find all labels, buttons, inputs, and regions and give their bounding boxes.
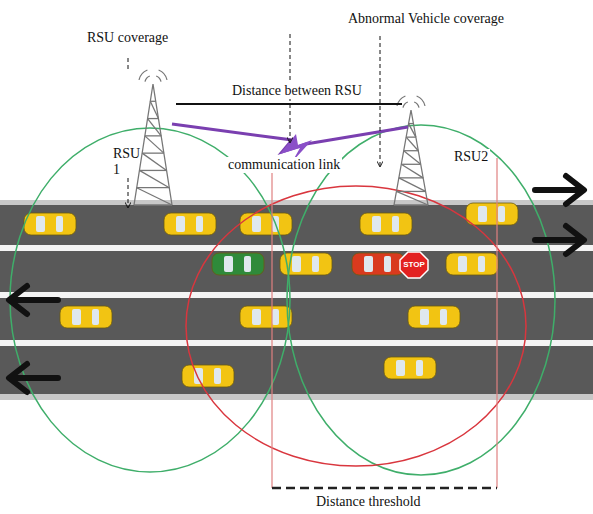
rsu-coverage-circle [287, 125, 555, 475]
vehicle [408, 306, 460, 328]
vehicle [466, 203, 518, 225]
vehicle [60, 306, 112, 328]
rsu-label: RSU 1 [113, 146, 143, 178]
rsu-towers [134, 70, 428, 205]
abnormal-coverage-circle [186, 186, 526, 466]
threshold-label: Distance threshold [314, 494, 423, 510]
link-label: communication link [226, 157, 342, 173]
distance-label: Distance between RSU [230, 83, 364, 99]
vehicle [212, 253, 264, 275]
stop-sign [400, 252, 428, 278]
distance-line [176, 103, 402, 105]
pointer-arrow [380, 36, 381, 166]
threshold-line [496, 158, 497, 488]
vehicle [360, 213, 412, 235]
road [0, 200, 593, 400]
coverage-label: RSU coverage [85, 30, 170, 46]
vehicle [24, 213, 76, 235]
pointer-arrow [128, 58, 129, 70]
vehicle [182, 365, 234, 387]
vehicle [352, 253, 404, 275]
rsu-coverage-circle [10, 128, 290, 472]
pointer-arrow [128, 178, 129, 207]
direction-arrows [9, 176, 584, 392]
coverage-label: Abnormal Vehicle coverage [346, 11, 506, 27]
vehicle [384, 357, 436, 379]
rsu-label: RSU2 [452, 149, 490, 165]
threshold-line [271, 158, 272, 488]
threshold-dash [272, 487, 497, 490]
stop-text: STOP [403, 260, 425, 269]
vehicle [446, 253, 498, 275]
vehicle [164, 213, 216, 235]
vehicle [240, 213, 292, 235]
vehicles [24, 203, 518, 387]
vehicle [240, 306, 292, 328]
